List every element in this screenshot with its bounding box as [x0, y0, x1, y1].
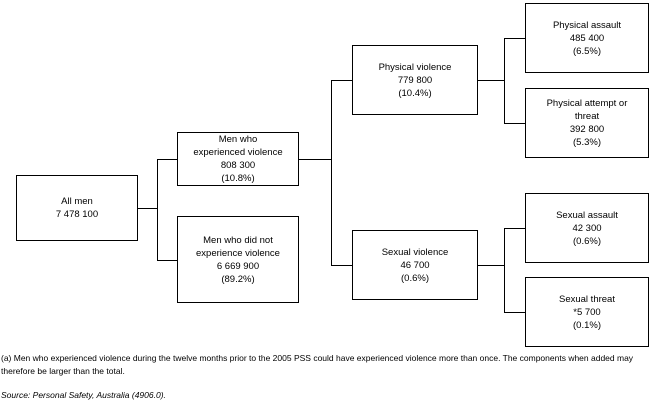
connector-segment: [504, 123, 525, 124]
source-text: Source: Personal Safety, Australia (4906…: [1, 390, 166, 400]
footnote-text: (a) Men who experienced violence during …: [1, 353, 634, 376]
node-line: (5.3%): [573, 137, 601, 148]
node-line: 808 300: [220, 160, 256, 171]
node-physical-attempt-or-threat: Physical attempt or threat 392 800 (5.3%…: [525, 88, 649, 158]
connector-segment: [157, 159, 177, 160]
node-line: (10.4%): [398, 87, 432, 99]
node-line: (6.5%): [573, 45, 601, 57]
connector-segment: [504, 228, 505, 312]
connector-segment: [478, 265, 504, 266]
node-line: 485 400: [569, 32, 605, 44]
connector-segment: [504, 312, 525, 313]
connector-segment: [157, 159, 158, 260]
node-line: Men who did not: [203, 234, 273, 246]
node-line: All men: [61, 196, 93, 207]
node-line: Sexual assault: [556, 209, 618, 221]
node-line: 779 800: [397, 74, 433, 86]
node-line: 392 800: [569, 124, 605, 135]
connector-segment: [331, 80, 352, 81]
footer: (a) Men who experienced violence during …: [0, 352, 659, 400]
connector-segment: [331, 80, 332, 265]
node-line: experienced violence: [193, 147, 283, 158]
connector-segment: [504, 38, 525, 39]
connector-segment: [504, 38, 505, 123]
node-all-men: All men 7 478 100: [16, 175, 138, 241]
node-line: 7 478 100: [55, 209, 99, 220]
connector-segment: [138, 208, 157, 209]
node-experienced-violence: Men who experienced violence 808 300 (10…: [177, 132, 299, 186]
node-line: Physical attempt or: [546, 98, 628, 109]
node-line: experience violence: [196, 247, 280, 259]
connector-segment: [299, 159, 331, 160]
node-physical-assault: Physical assault 485 400 (6.5%): [525, 3, 649, 73]
node-line: Physical violence: [378, 61, 452, 73]
connector-segment: [331, 265, 352, 266]
node-did-not-experience-violence: Men who did not experience violence 6 66…: [177, 216, 299, 303]
node-line: *5 700: [573, 306, 601, 318]
node-sexual-threat: Sexual threat *5 700 (0.1%): [525, 277, 649, 347]
node-physical-violence: Physical violence 779 800 (10.4%): [352, 45, 478, 115]
node-line: threat: [574, 111, 600, 122]
node-line: 46 700: [400, 259, 430, 271]
node-line: (89.2%): [221, 273, 255, 285]
node-line: Sexual violence: [381, 246, 449, 258]
node-line: (0.6%): [573, 235, 601, 247]
node-sexual-assault: Sexual assault 42 300 (0.6%): [525, 193, 649, 263]
node-line: 42 300: [572, 222, 602, 234]
flowchart-diagram: All men 7 478 100 Men who experienced vi…: [16, 3, 649, 347]
node-line: 6 669 900: [216, 260, 260, 272]
node-sexual-violence: Sexual violence 46 700 (0.6%): [352, 230, 478, 300]
connector-segment: [504, 228, 525, 229]
connector-segment: [157, 260, 177, 261]
node-line: Men who: [218, 134, 258, 145]
node-line: (0.1%): [573, 319, 601, 331]
node-line: Physical assault: [552, 19, 622, 31]
connector-segment: [478, 80, 504, 81]
node-line: (10.8%): [221, 173, 255, 184]
node-line: (0.6%): [401, 272, 429, 284]
node-line: Sexual threat: [559, 293, 615, 305]
